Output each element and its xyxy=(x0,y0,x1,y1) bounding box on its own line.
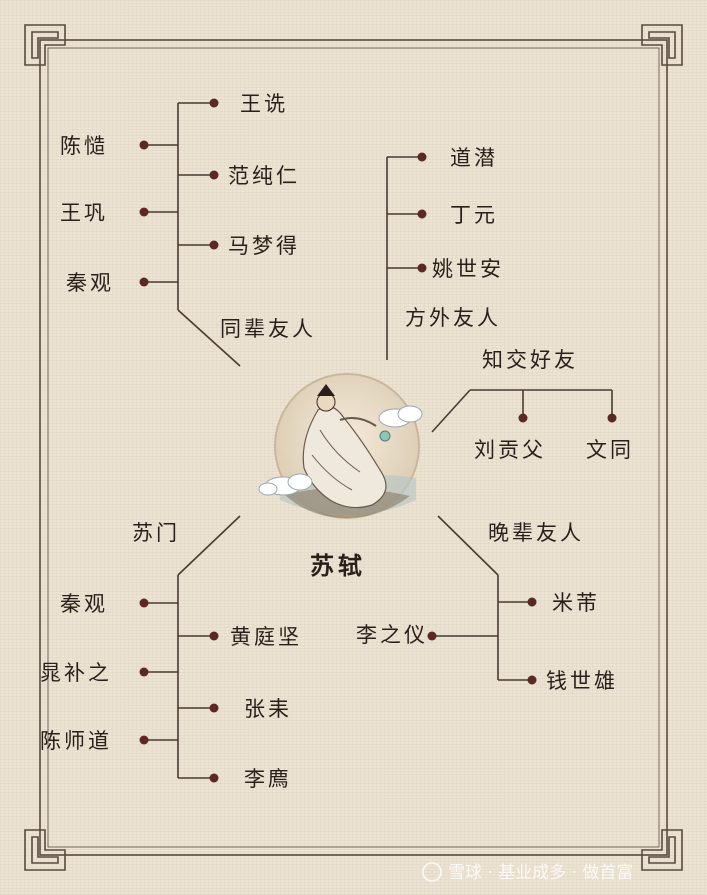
junior-left-1-label: 李之仪 xyxy=(356,623,428,647)
node-dot xyxy=(527,675,537,685)
node-dot xyxy=(427,631,437,641)
node-dot xyxy=(518,413,528,423)
close-group-title: 知交好友 xyxy=(482,348,578,372)
node-dot xyxy=(139,140,149,150)
junior-right-2-label: 钱世雄 xyxy=(546,669,618,693)
center-name: 苏轼 xyxy=(310,551,366,580)
disciples-group-title: 苏门 xyxy=(132,521,180,545)
junior-right-1-label: 米芾 xyxy=(552,591,600,615)
watermark-text: 雪球 · 基业成多 · 做首富 xyxy=(448,863,633,883)
corner-ornament-top-right xyxy=(641,24,683,66)
close-1-label: 刘贡父 xyxy=(474,438,546,462)
outsider-3-label: 姚世安 xyxy=(432,257,504,281)
node-dot xyxy=(139,207,149,217)
close-2-label: 文同 xyxy=(586,438,634,462)
corner-ornament-bottom-right xyxy=(641,829,683,871)
node-dot xyxy=(209,703,219,713)
peers-group-title: 同辈友人 xyxy=(220,317,316,341)
disciple-right-2-label: 张耒 xyxy=(244,697,292,721)
node-dot xyxy=(209,773,219,783)
watermark: 雪球 · 基业成多 · 做首富 xyxy=(422,862,633,883)
disciple-left-1-label: 秦观 xyxy=(60,592,108,616)
connector-lines xyxy=(144,102,613,779)
node-dot xyxy=(527,597,537,607)
corner-ornament-top-left xyxy=(24,24,66,66)
node-dot xyxy=(139,277,149,287)
peer-left-2-label: 王巩 xyxy=(60,201,108,225)
disciple-left-3-label: 陈师道 xyxy=(40,729,112,753)
node-dot xyxy=(209,98,219,108)
peer-right-1-label: 王诜 xyxy=(240,92,288,116)
peer-left-1-label: 陈慥 xyxy=(60,134,108,158)
outsider-1-label: 道潜 xyxy=(450,146,498,170)
node-dot xyxy=(417,209,427,219)
disciple-right-3-label: 李廌 xyxy=(244,767,292,791)
node-dot xyxy=(139,667,149,677)
peer-left-3-label: 秦观 xyxy=(66,271,114,295)
connector-dots xyxy=(139,98,617,783)
peer-right-3-label: 马梦得 xyxy=(228,234,300,258)
peer-right-2-label: 范纯仁 xyxy=(228,164,300,188)
labels: 王诜 范纯仁 马梦得 陈慥 王巩 秦观 同辈友人 道潜 丁元 姚世安 方外友人 … xyxy=(40,92,634,791)
node-dot xyxy=(209,631,219,641)
outsiders-group-title: 方外友人 xyxy=(405,306,501,330)
corner-ornament-bottom-left xyxy=(24,829,66,871)
node-dot xyxy=(209,240,219,250)
decorative-frame xyxy=(24,24,683,871)
node-dot xyxy=(209,170,219,180)
juniors-group-title: 晚辈友人 xyxy=(488,521,584,545)
node-dot xyxy=(417,263,427,273)
node-dot xyxy=(607,413,617,423)
su-shi-portrait xyxy=(258,373,423,519)
disciple-left-2-label: 晁补之 xyxy=(40,661,112,685)
node-dot xyxy=(417,152,427,162)
cloud-icon xyxy=(258,405,423,496)
outsider-2-label: 丁元 xyxy=(450,203,498,227)
disciple-right-1-label: 黄庭坚 xyxy=(230,625,302,649)
node-dot xyxy=(139,735,149,745)
snowball-logo-icon xyxy=(422,862,442,882)
node-dot xyxy=(139,598,149,608)
